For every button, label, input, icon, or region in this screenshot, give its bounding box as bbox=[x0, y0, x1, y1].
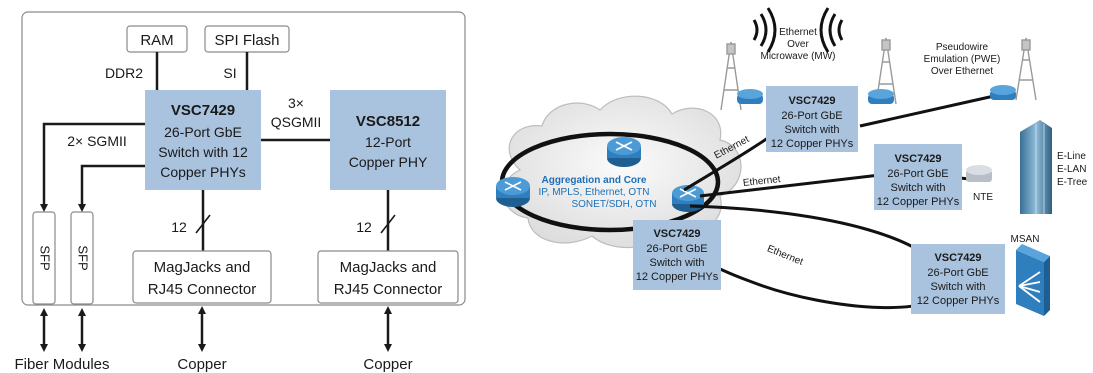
cloud-line-2: SONET/SDH, OTN bbox=[571, 199, 656, 210]
ddr2-label: DDR2 bbox=[105, 65, 143, 81]
magjacks-box-2 bbox=[317, 250, 459, 304]
ram-label: RAM bbox=[140, 32, 173, 49]
msan-icon bbox=[1016, 244, 1050, 316]
sgmii-label: 2× SGMII bbox=[67, 133, 127, 149]
vsc8512-chip bbox=[330, 90, 446, 190]
switch-top-title: VSC7429 bbox=[788, 95, 835, 107]
switch-mid-line-2: Switch with bbox=[890, 182, 945, 194]
copper-slash-1 bbox=[195, 214, 211, 234]
copper-slash-2 bbox=[380, 214, 396, 234]
magjacks-1-line-1: MagJacks and bbox=[154, 259, 251, 276]
service-e-tree: E-Tree bbox=[1057, 177, 1088, 188]
switch-mid-line-3: 12 Copper PHYs bbox=[877, 196, 960, 208]
left-block-diagram: RAM SPI Flash DDR2 SI VSC7429 26-Port Gb… bbox=[14, 11, 466, 373]
sfp-label-1: SFP bbox=[38, 245, 53, 270]
sgmii-path-2 bbox=[78, 164, 145, 212]
router-icon bbox=[607, 137, 641, 167]
pwe-label-2: Emulation (PWE) bbox=[924, 54, 1001, 65]
switch-msan-title: VSC7429 bbox=[934, 252, 981, 264]
mw-label-1: Ethernet bbox=[779, 27, 817, 38]
pwe-label-3: Over Ethernet bbox=[931, 66, 993, 77]
copper-label-2: Copper bbox=[363, 356, 412, 373]
sgmii-path-1 bbox=[40, 122, 145, 212]
vsc7429-line-2: Switch with 12 bbox=[158, 144, 248, 160]
nte-label: NTE bbox=[973, 192, 993, 203]
switch-top-line-1: 26-Port GbE bbox=[781, 110, 842, 122]
msan-label: MSAN bbox=[1011, 234, 1040, 245]
magjacks-2-line-1: MagJacks and bbox=[340, 259, 437, 276]
qsgmii-label: QSGMII bbox=[271, 114, 322, 130]
tower-icon bbox=[1015, 37, 1037, 101]
switch-center-title: VSC7429 bbox=[653, 228, 700, 240]
vsc8512-line-2: Copper PHY bbox=[349, 154, 428, 170]
switch-center-line-1: 26-Port GbE bbox=[646, 243, 707, 255]
ethernet-link-msan bbox=[689, 204, 948, 309]
ethernet-label-msan: Ethernet bbox=[765, 244, 804, 268]
si-label: SI bbox=[223, 65, 236, 81]
nte-icon bbox=[966, 165, 992, 182]
router-icon bbox=[496, 177, 530, 207]
ethernet-link-mid bbox=[699, 173, 881, 198]
switch-top-box bbox=[766, 86, 858, 152]
access-node-icon bbox=[737, 89, 763, 104]
pwe-link bbox=[859, 92, 1004, 128]
switch-msan-box bbox=[911, 244, 1005, 314]
switch-center-line-3: 12 Copper PHYs bbox=[636, 271, 719, 283]
mw-label-3: Microwave (MW) bbox=[761, 51, 836, 62]
sfp-module-2 bbox=[70, 211, 94, 305]
copper-label-1: Copper bbox=[177, 356, 226, 373]
sfp-module-1 bbox=[32, 211, 56, 305]
switch-mid-line-1: 26-Port GbE bbox=[887, 168, 948, 180]
switch-center-box bbox=[633, 220, 721, 290]
tower-icon bbox=[875, 37, 897, 105]
lane-count-2: 12 bbox=[356, 219, 372, 235]
access-node-icon bbox=[990, 85, 1016, 100]
building-icon bbox=[1020, 120, 1052, 214]
cloud-title: Aggregation and Core bbox=[541, 175, 646, 186]
access-node-icon bbox=[868, 89, 894, 104]
mw-label-2: Over bbox=[787, 39, 809, 50]
sfp-label-2: SFP bbox=[76, 245, 91, 270]
switch-mid-box bbox=[874, 144, 962, 210]
magjacks-2-line-2: RJ45 Connector bbox=[334, 281, 442, 298]
right-network-diagram: Aggregation and Core IP, MPLS, Ethernet,… bbox=[496, 7, 1088, 316]
magjacks-box-1 bbox=[132, 250, 272, 304]
vsc7429-line-3: Copper PHYs bbox=[160, 164, 246, 180]
switch-msan-line-1: 26-Port GbE bbox=[927, 267, 988, 279]
service-e-line: E-Line bbox=[1057, 151, 1086, 162]
switch-top-line-3: 12 Copper PHYs bbox=[771, 138, 854, 150]
lane-count-1: 12 bbox=[171, 219, 187, 235]
microwave-waves-icon bbox=[752, 7, 844, 53]
fiber-modules-label: Fiber Modules bbox=[14, 356, 109, 373]
spi-flash-label: SPI Flash bbox=[214, 32, 279, 49]
router-icon bbox=[672, 185, 704, 212]
switch-center-line-2: Switch with bbox=[649, 257, 704, 269]
cloud-line-1: IP, MPLS, Ethernet, OTN bbox=[539, 187, 650, 198]
vsc7429-line-1: 26-Port GbE bbox=[164, 124, 242, 140]
vsc7429-chip bbox=[145, 90, 261, 190]
switch-mid-title: VSC7429 bbox=[894, 153, 941, 165]
board-outline bbox=[21, 11, 466, 306]
vsc8512-title: VSC8512 bbox=[356, 113, 420, 130]
switch-msan-line-2: Switch with bbox=[930, 281, 985, 293]
switch-top-line-2: Switch with bbox=[784, 124, 839, 136]
switch-msan-line-3: 12 Copper PHYs bbox=[917, 295, 1000, 307]
service-e-lan: E-LAN bbox=[1057, 164, 1086, 175]
qsgmii-count: 3× bbox=[288, 95, 304, 111]
magjacks-1-line-2: RJ45 Connector bbox=[148, 281, 256, 298]
vsc7429-title: VSC7429 bbox=[171, 102, 235, 119]
ethernet-label-mid: Ethernet bbox=[742, 174, 781, 189]
vsc8512-line-1: 12-Port bbox=[365, 134, 411, 150]
pwe-label-1: Pseudowire bbox=[936, 42, 989, 53]
tower-icon bbox=[720, 41, 742, 111]
